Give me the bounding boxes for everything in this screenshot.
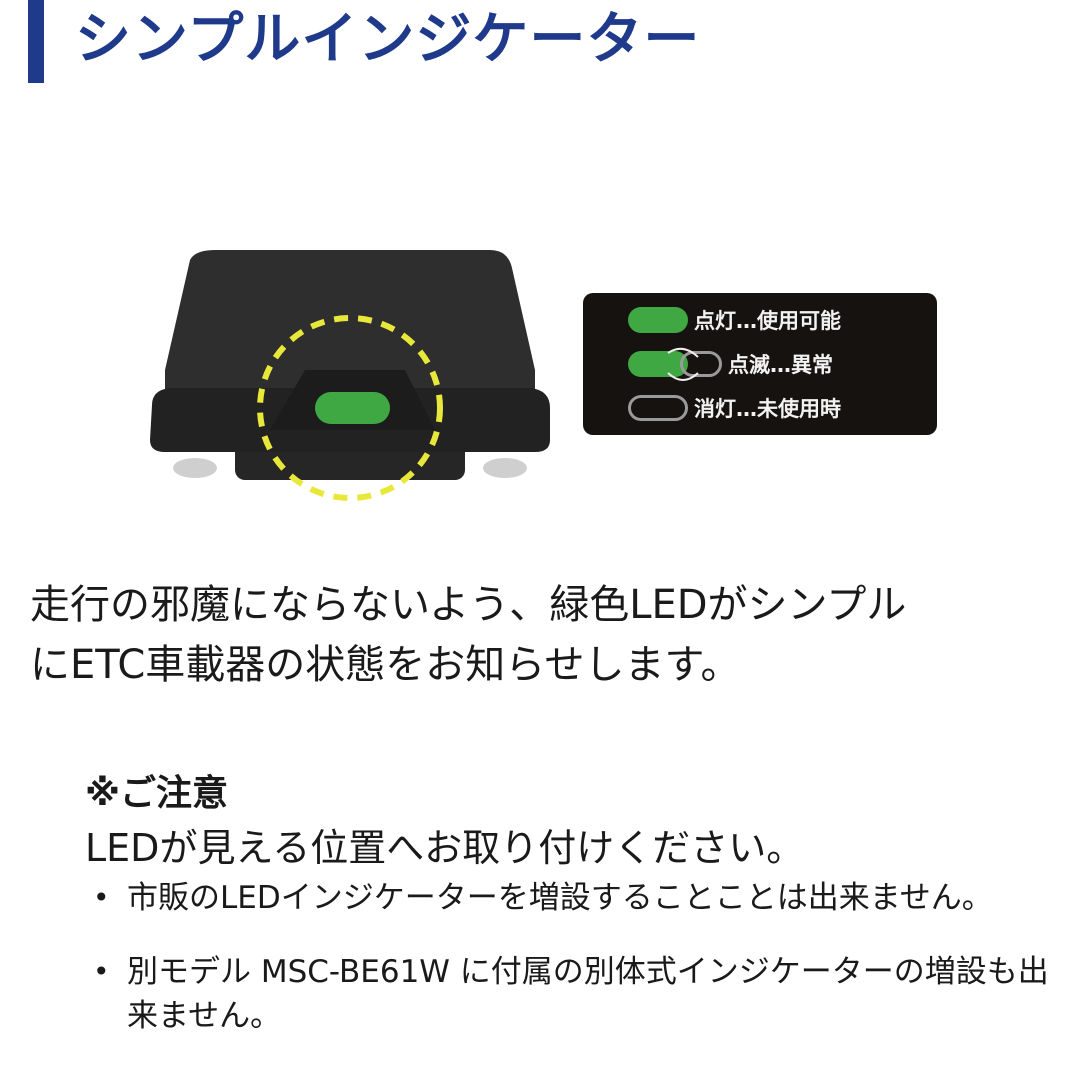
caution-list: • 市販のLEDインジケーターを増設することことは出来ません。 • 別モデル M… xyxy=(85,876,1065,1038)
page-title: シンプルインジケーター xyxy=(75,7,701,72)
bullet-icon: • xyxy=(93,881,110,914)
led-on-icon xyxy=(628,307,688,333)
list-item: • 別モデル MSC-BE61W に付属の別体式インジケーターの増設も出来ません… xyxy=(85,950,1065,1038)
description: 走行の邪魔にならないよう、緑色LEDがシンプル にETC車載器の状態をお知らせし… xyxy=(30,575,1070,695)
led-status-legend: 点灯…使用可能 点滅…異常 消灯…未使用時 xyxy=(583,293,937,435)
title-accent-bar xyxy=(28,0,44,83)
legend-row-off: 消灯…未使用時 xyxy=(628,391,841,425)
description-line-2: にETC車載器の状態をお知らせします。 xyxy=(30,642,741,688)
list-item: • 市販のLEDインジケーターを増設することことは出来ません。 xyxy=(85,876,1065,920)
led-off-icon xyxy=(628,395,688,421)
led-blink-icon xyxy=(628,347,722,381)
caution-lead: LEDが見える位置へお取り付けください。 xyxy=(85,826,805,870)
bullet-icon: • xyxy=(93,955,110,988)
description-line-1: 走行の邪魔にならないよう、緑色LEDがシンプル xyxy=(30,582,907,628)
caution-note: ※ご注意 LEDが見える位置へお取り付けください。 • 市販のLEDインジケータ… xyxy=(85,768,1065,1038)
indicator-device-image xyxy=(140,240,560,510)
legend-row-on: 点灯…使用可能 xyxy=(628,303,841,337)
caution-title: ※ご注意 xyxy=(85,773,228,814)
legend-row-blink: 点滅…異常 xyxy=(628,347,833,381)
